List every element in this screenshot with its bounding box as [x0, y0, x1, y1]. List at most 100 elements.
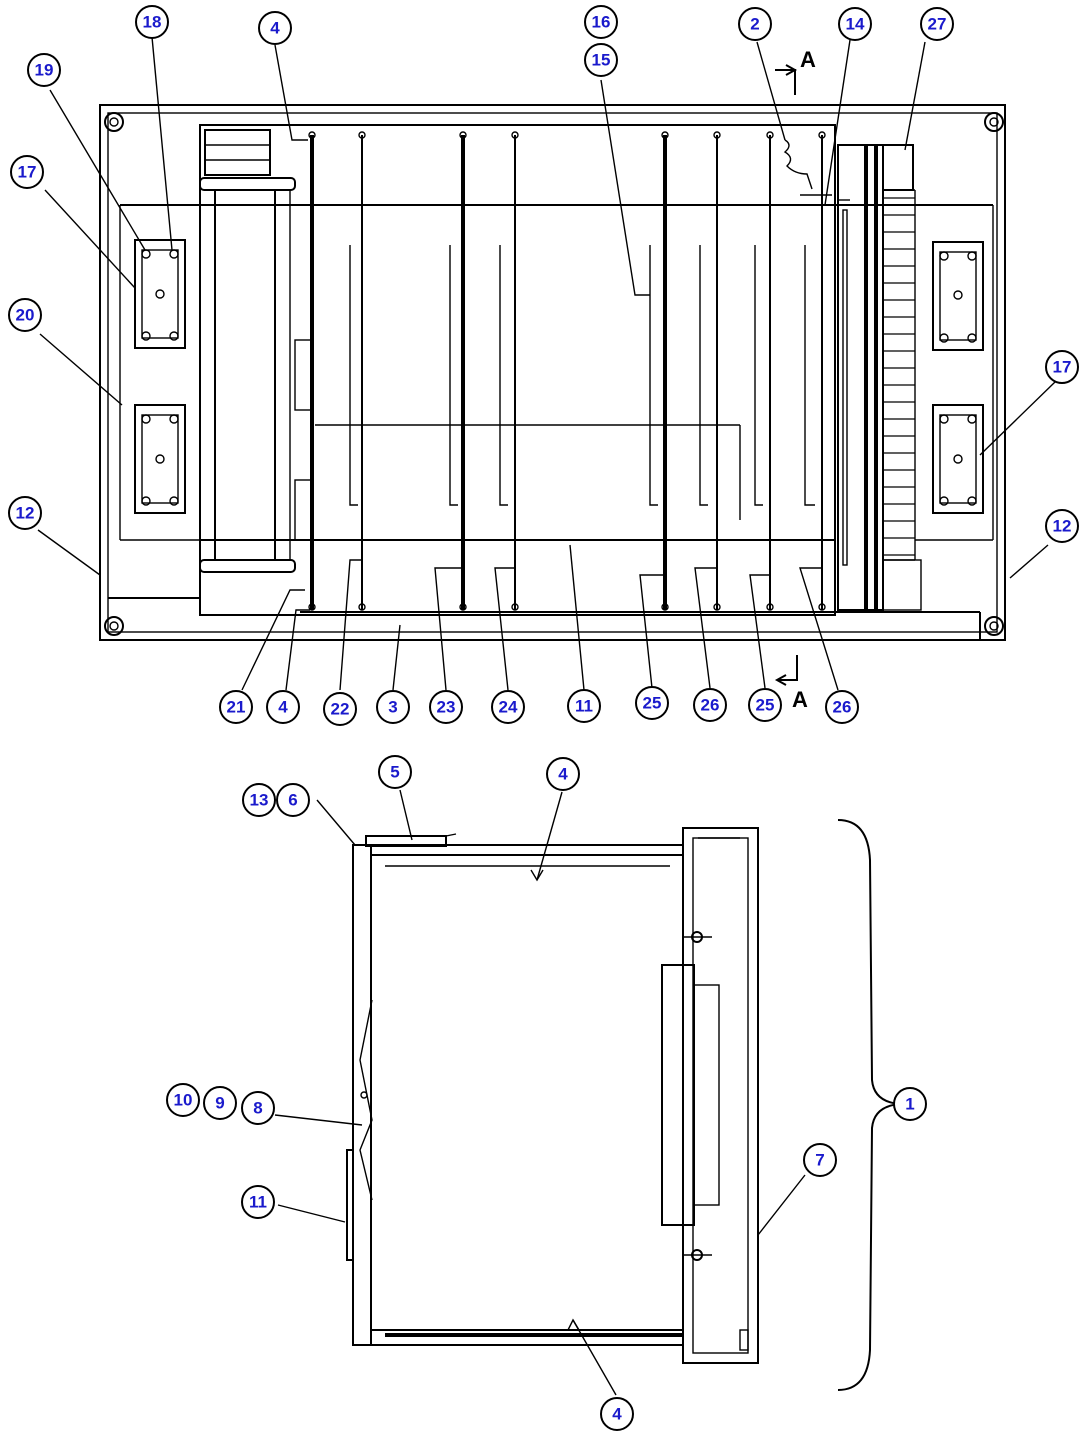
card-guides [308, 131, 826, 611]
callout-1: 1 [893, 1087, 927, 1121]
nameplate-side [346, 1149, 354, 1261]
svg-text:18: 18 [143, 13, 162, 32]
svg-text:13: 13 [250, 791, 269, 810]
callout-12-left: 12 [8, 496, 42, 530]
svg-text:8: 8 [253, 1099, 262, 1118]
svg-text:16: 16 [592, 13, 611, 32]
callout-2: 2 [738, 7, 772, 41]
callout-13: 13 [242, 783, 276, 817]
callout-4-bottom: 4 [266, 690, 300, 724]
callout-5: 5 [378, 755, 412, 789]
svg-text:25: 25 [643, 694, 662, 713]
svg-text:12: 12 [1053, 517, 1072, 536]
svg-text:5: 5 [390, 763, 399, 782]
svg-text:22: 22 [331, 700, 350, 719]
svg-text:12: 12 [16, 504, 35, 523]
svg-text:7: 7 [815, 1151, 824, 1170]
svg-text:27: 27 [928, 15, 947, 34]
svg-text:1: 1 [905, 1095, 914, 1114]
callout-23: 23 [429, 690, 463, 724]
svg-text:4: 4 [270, 19, 280, 38]
corner-screw-icon [104, 112, 124, 132]
svg-text:3: 3 [388, 698, 397, 717]
section-label-bottom: A [792, 687, 808, 712]
callout-20: 20 [8, 298, 42, 332]
side-view [274, 789, 901, 1396]
svg-text:14: 14 [846, 15, 865, 34]
terminal-strip [837, 144, 922, 611]
callout-26-a: 26 [693, 688, 727, 722]
svg-text:11: 11 [575, 697, 593, 716]
svg-text:10: 10 [174, 1091, 193, 1110]
callout-21: 21 [219, 690, 253, 724]
leader-lines-side [274, 789, 806, 1396]
svg-text:25: 25 [756, 696, 775, 715]
svg-text:19: 19 [35, 61, 54, 80]
callout-26-b: 26 [825, 690, 859, 724]
svg-text:4: 4 [278, 698, 288, 717]
svg-text:24: 24 [499, 698, 518, 717]
connector-panel-side [682, 827, 759, 1364]
relay-socket-lower-left [134, 404, 186, 514]
section-arrow-bottom: A [774, 655, 808, 712]
callout-4-side: 4 [546, 757, 580, 791]
callout-12-right: 12 [1045, 509, 1079, 543]
corner-screw-icon [984, 112, 1004, 132]
circuit-cards [349, 139, 832, 506]
svg-text:2: 2 [750, 15, 759, 34]
svg-text:23: 23 [437, 698, 456, 717]
svg-text:15: 15 [592, 51, 611, 70]
section-label-top: A [800, 47, 816, 72]
svg-text:21: 21 [227, 698, 246, 717]
svg-text:20: 20 [16, 306, 35, 325]
callout-22: 22 [323, 692, 357, 726]
callout-25-b: 25 [748, 688, 782, 722]
callout-4-top: 4 [258, 11, 292, 45]
corner-screw-icon [984, 616, 1004, 636]
relay-socket-upper-right [932, 241, 984, 351]
callout-10: 10 [166, 1083, 200, 1117]
svg-text:11: 11 [249, 1193, 267, 1212]
callout-11-top: 11 [567, 689, 601, 723]
callout-7: 7 [803, 1143, 837, 1177]
callout-4-lower: 4 [600, 1397, 634, 1431]
svg-text:4: 4 [612, 1405, 622, 1424]
svg-text:17: 17 [1053, 358, 1072, 377]
callout-19: 19 [27, 53, 61, 87]
corner-screw-icon [104, 616, 124, 636]
callout-27: 27 [920, 7, 954, 41]
front-panel-side [352, 844, 372, 1346]
callout-17-left: 17 [10, 155, 44, 189]
callout-bubbles: 18 19 17 20 12 4 16 15 2 14 27 17 12 21 … [8, 5, 1079, 1431]
svg-text:4: 4 [558, 765, 568, 784]
callout-11-side: 11 [241, 1185, 275, 1219]
callout-16: 16 [584, 5, 618, 39]
section-arrow-top: A [775, 47, 816, 95]
svg-text:17: 17 [18, 163, 37, 182]
terminal-ticks [883, 197, 915, 556]
svg-text:6: 6 [288, 791, 297, 810]
leader-lines-top [37, 36, 1056, 691]
callout-6: 6 [276, 783, 310, 817]
callout-18: 18 [135, 5, 169, 39]
assembly-brace [837, 819, 901, 1391]
mounting-plate [99, 104, 1006, 641]
side-bracket [365, 835, 447, 847]
relay-socket-upper-left [134, 239, 186, 349]
svg-text:9: 9 [215, 1094, 224, 1113]
callout-24: 24 [491, 690, 525, 724]
callout-25-a: 25 [635, 686, 669, 720]
callout-3: 3 [376, 690, 410, 724]
callout-14: 14 [838, 7, 872, 41]
relay-socket-lower-right [932, 404, 984, 514]
card-cage-frame [199, 124, 836, 616]
svg-text:26: 26 [833, 698, 852, 717]
top-view: A A [37, 36, 1056, 712]
callout-8: 8 [241, 1091, 275, 1125]
callout-9: 9 [203, 1086, 237, 1120]
callout-15: 15 [584, 43, 618, 77]
callout-17-right: 17 [1045, 350, 1079, 384]
svg-text:26: 26 [701, 696, 720, 715]
